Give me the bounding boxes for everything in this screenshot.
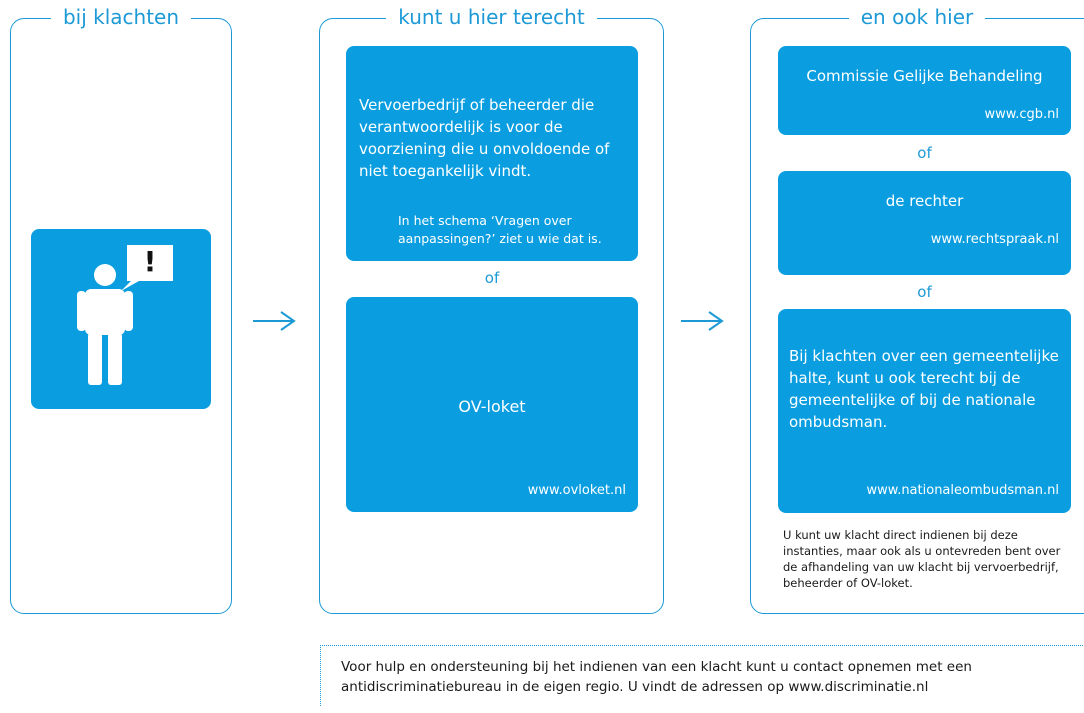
of-label-1: of xyxy=(917,144,932,162)
cgb-box: Commissie Gelijke Behandeling www.cgb.nl xyxy=(778,46,1071,135)
complaining-person-icon xyxy=(77,245,173,385)
of-label-2: of xyxy=(917,283,932,301)
ombudsman-url[interactable]: www.nationaleombudsman.nl xyxy=(866,483,1059,498)
cgb-url[interactable]: www.cgb.nl xyxy=(984,107,1059,122)
operator-text: Vervoerbedrijf of beheerder die verantwo… xyxy=(359,96,610,180)
column-title-other: en ook hier xyxy=(751,5,1083,29)
instances-note: U kunt uw klacht direct indienen bij dez… xyxy=(783,528,1061,590)
ombudsman-box: Bij klachten over een gemeentelijke halt… xyxy=(778,309,1071,513)
of-label: of xyxy=(484,269,500,287)
ombudsman-text: Bij klachten over een gemeentelijke halt… xyxy=(789,347,1059,431)
ov-loket-box: OV-loket www.ovloket.nl xyxy=(346,297,638,512)
column-title-complaints: bij klachten xyxy=(11,5,231,29)
complaining-person-tile: ! xyxy=(31,229,211,409)
help-footer: Voor hulp en ondersteuning bij het indie… xyxy=(320,645,1084,706)
rechter-title: de rechter xyxy=(885,192,964,210)
cgb-title: Commissie Gelijke Behandeling xyxy=(806,67,1043,85)
exclamation-mark: ! xyxy=(143,245,157,278)
column-complaints: bij klachten ! xyxy=(10,5,232,614)
operator-note: In het schema ‘Vragen over aanpassingen?… xyxy=(398,213,602,246)
help-footer-text: Voor hulp en ondersteuning bij het indie… xyxy=(341,659,972,695)
ov-loket-url[interactable]: www.ovloket.nl xyxy=(527,483,626,498)
column-contact: kunt u hier terecht Vervoerbedrijf of be… xyxy=(319,5,664,614)
rechter-box: de rechter www.rechtspraak.nl xyxy=(778,171,1071,275)
column-other: en ook hier Commissie Gelijke Behandelin… xyxy=(750,5,1084,614)
operator-box: Vervoerbedrijf of beheerder die verantwo… xyxy=(346,46,638,261)
rechter-url[interactable]: www.rechtspraak.nl xyxy=(930,232,1059,247)
arrow-right-icon xyxy=(253,311,296,331)
column-title-contact: kunt u hier terecht xyxy=(320,5,663,29)
arrow-right-icon xyxy=(681,311,724,331)
ov-loket-title: OV-loket xyxy=(458,397,526,416)
